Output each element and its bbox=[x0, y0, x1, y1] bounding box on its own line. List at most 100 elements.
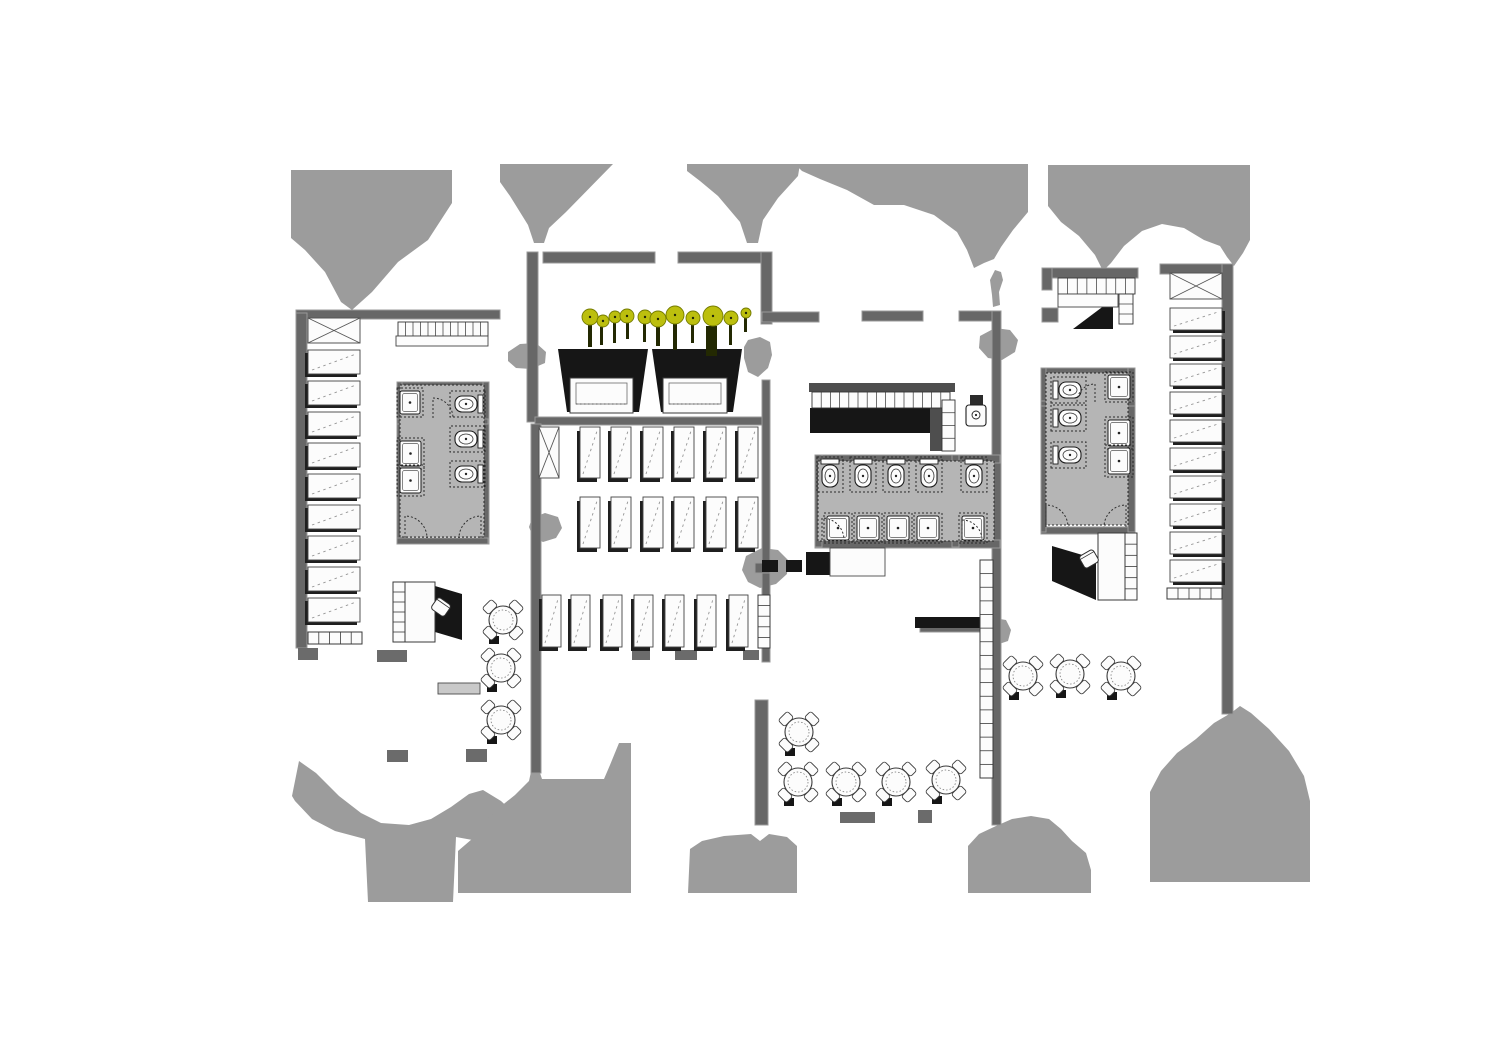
wc-fixture bbox=[849, 456, 877, 493]
wall bbox=[1040, 367, 1047, 533]
counter-base bbox=[809, 383, 955, 392]
wall bbox=[1041, 267, 1053, 291]
stall bbox=[541, 594, 562, 648]
locker-hatch-line bbox=[311, 415, 357, 433]
person-figure bbox=[990, 270, 1003, 307]
cast-shadow bbox=[810, 560, 826, 572]
locker-hatch-line bbox=[1173, 507, 1219, 523]
plinth-shadow bbox=[743, 650, 759, 660]
wc-fixture bbox=[816, 456, 844, 493]
tree-center-dot bbox=[744, 311, 748, 315]
round-table-inner bbox=[885, 771, 907, 793]
terrain-polygon bbox=[500, 164, 613, 243]
sink-fixture bbox=[1104, 444, 1134, 478]
terrain-polygon bbox=[688, 834, 797, 893]
locker-box bbox=[1169, 475, 1223, 499]
plinth-shadow bbox=[377, 650, 407, 662]
locker-hatch-line bbox=[1173, 479, 1219, 495]
door-swing-arc bbox=[821, 517, 845, 541]
tree-trunk-shadow bbox=[613, 323, 616, 343]
round-table-inner bbox=[1059, 663, 1081, 685]
door-swing-arc bbox=[404, 515, 428, 539]
locker-hatch-line bbox=[311, 353, 357, 371]
tree-trunk-shadow bbox=[673, 324, 677, 350]
tree-center-dot bbox=[691, 316, 695, 320]
locker-hatch-line bbox=[311, 539, 357, 557]
stall bbox=[579, 426, 601, 479]
terrain-polygon bbox=[292, 761, 517, 902]
counter-tiles bbox=[1118, 293, 1134, 325]
locker-box bbox=[1169, 391, 1223, 415]
tree-trunk-shadow bbox=[706, 326, 717, 356]
stall bbox=[664, 594, 685, 648]
stall bbox=[633, 594, 654, 648]
round-table-inner bbox=[1012, 665, 1034, 687]
round-table-inner bbox=[835, 771, 857, 793]
terrain-polygon bbox=[1150, 706, 1310, 882]
door-swing-arc bbox=[1076, 383, 1096, 403]
stall bbox=[642, 426, 664, 479]
counter-tiles bbox=[811, 391, 951, 409]
terrain-polygon bbox=[1048, 165, 1250, 271]
bench-white bbox=[829, 547, 886, 577]
wall bbox=[1044, 267, 1139, 279]
stall bbox=[570, 594, 591, 648]
cast-shadow bbox=[786, 560, 802, 572]
wall bbox=[1041, 307, 1059, 323]
terrain-polygon bbox=[458, 743, 631, 893]
tree-trunk-shadow bbox=[626, 323, 629, 339]
stall-hatch-line bbox=[740, 500, 756, 545]
wc-fixture bbox=[449, 460, 486, 488]
stall-hatch-line bbox=[676, 500, 692, 545]
wall bbox=[760, 251, 773, 325]
locker-box bbox=[307, 411, 361, 437]
planter-inner bbox=[668, 382, 722, 405]
locker-box bbox=[307, 380, 361, 406]
cast-shadow bbox=[810, 408, 930, 433]
wc-fixture bbox=[1050, 376, 1087, 404]
stall bbox=[579, 496, 601, 549]
fountain-dot bbox=[974, 413, 978, 417]
locker-box bbox=[1169, 531, 1223, 555]
terrain-polygon bbox=[795, 164, 1028, 268]
stall bbox=[642, 496, 664, 549]
stall-hatch-line bbox=[582, 430, 598, 475]
tree-trunk-shadow bbox=[691, 325, 694, 343]
stall-hatch-line bbox=[605, 598, 620, 644]
locker-hatch-line bbox=[1173, 451, 1219, 467]
fountain-dot bbox=[971, 410, 981, 420]
locker-hatch-line bbox=[1173, 563, 1219, 579]
table-shadow bbox=[932, 796, 942, 804]
plinth-shadow bbox=[466, 749, 487, 762]
sink-fixture bbox=[958, 512, 988, 544]
table-shadow bbox=[1056, 690, 1066, 698]
door-swing-arc bbox=[458, 515, 482, 539]
tree-center-dot bbox=[656, 317, 660, 321]
locker-hatch-line bbox=[1173, 367, 1219, 383]
plinth-shadow bbox=[840, 812, 875, 823]
locker-box bbox=[307, 504, 361, 530]
wc-fixture bbox=[915, 456, 943, 493]
table-shadow bbox=[1009, 692, 1019, 700]
stall bbox=[737, 496, 759, 549]
wc-fixture bbox=[449, 390, 486, 418]
locker-box bbox=[307, 349, 361, 375]
tree-center-dot bbox=[588, 315, 592, 319]
wall bbox=[861, 310, 924, 322]
locker-box bbox=[307, 597, 361, 623]
tree-center-dot bbox=[643, 315, 647, 319]
steps-right bbox=[1166, 587, 1223, 600]
steps-left bbox=[307, 631, 363, 645]
stall-hatch-line bbox=[676, 430, 692, 475]
table-shadow bbox=[832, 798, 842, 806]
stall-hatch-line bbox=[667, 598, 682, 644]
round-table-inner bbox=[935, 769, 957, 791]
stall-hatch-line bbox=[731, 598, 746, 644]
locker-hatch-line bbox=[1173, 339, 1219, 355]
locker-box bbox=[1169, 447, 1223, 471]
sink-fixture bbox=[396, 387, 424, 418]
wc-fixture bbox=[960, 456, 988, 493]
x-box-diagonal bbox=[538, 426, 560, 479]
wall bbox=[677, 251, 769, 264]
